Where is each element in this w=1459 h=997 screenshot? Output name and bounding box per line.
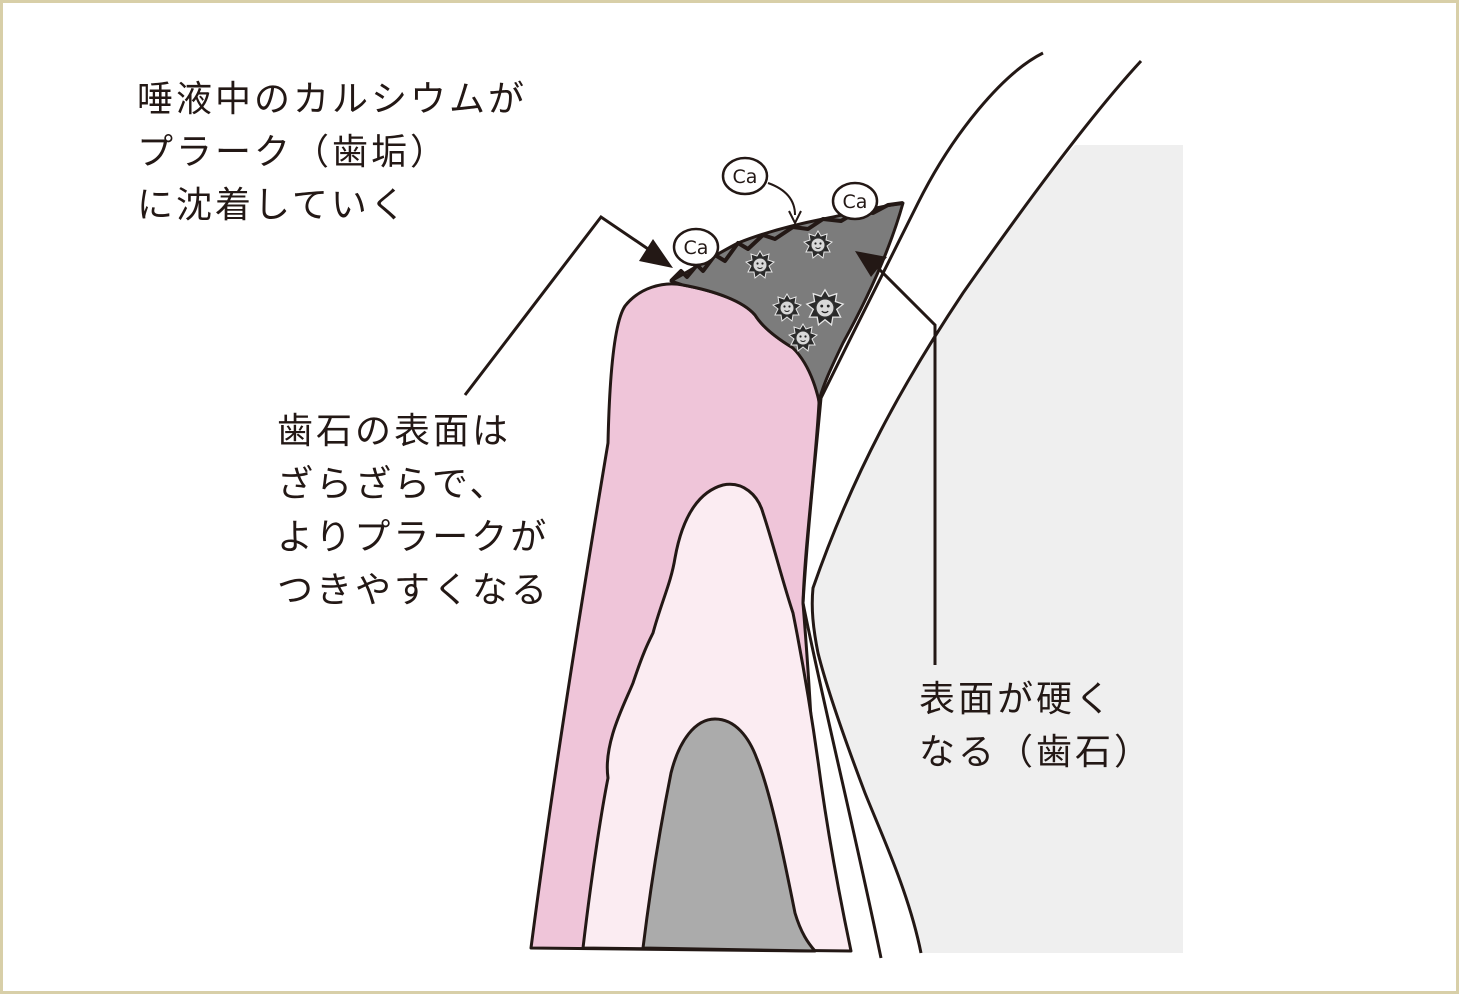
- rough-surface-label: 歯石の表面は ざらざらで、 よりプラークが つきやすくなる: [277, 411, 551, 611]
- outer-surface-line: [801, 51, 1044, 604]
- hardened-surface-label: 表面が硬く なる（歯石）: [919, 679, 1154, 773]
- svg-text:Ca: Ca: [843, 191, 868, 213]
- hard-surface-arrow: [873, 263, 937, 665]
- calcium-ion-icon: Ca: [672, 227, 720, 267]
- calcium-deposit-arrow: [767, 182, 796, 216]
- svg-text:Ca: Ca: [684, 237, 709, 259]
- tooth-calculus-diagram: Ca Ca Ca: [463, 51, 1183, 959]
- calcium-ion-icon: Ca: [831, 181, 879, 221]
- calcium-ion-icon: Ca: [721, 156, 769, 196]
- outer-surface-line-2: [810, 59, 1143, 954]
- svg-text:Ca: Ca: [733, 166, 758, 188]
- pulp: [641, 717, 817, 953]
- rough-surface-arrow: [463, 214, 652, 396]
- bone-region: [812, 145, 1183, 953]
- calcium-deposit-arrowhead: [788, 210, 802, 226]
- inner-boundary-line: [801, 602, 883, 959]
- hard-surface-arrowhead: [855, 251, 887, 277]
- calcium-deposit-label: 唾液中のカルシウムが プラーク（歯垢） に沈着していく: [137, 79, 528, 226]
- rough-surface-arrowhead: [639, 239, 673, 268]
